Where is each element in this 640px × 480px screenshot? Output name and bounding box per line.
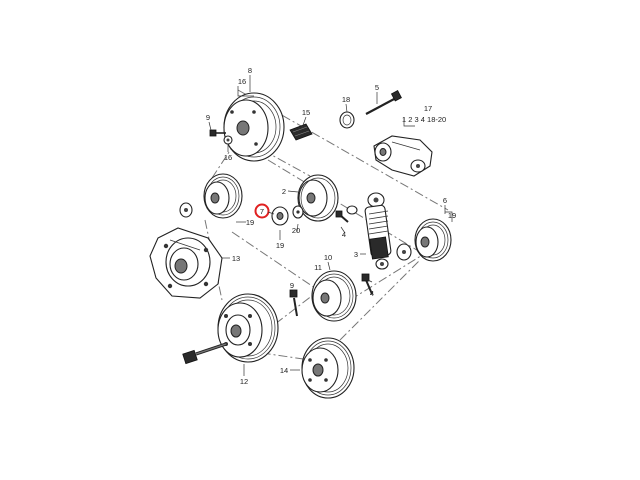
flange-19-right	[396, 243, 412, 261]
callout-9-mid: 9	[290, 281, 294, 290]
cap-18	[339, 111, 355, 129]
washer-set-19-20	[271, 205, 304, 226]
callout-labels: 8 16 9 16 15 18 5 17 1 2 3 4 18-20 2 4 1…	[206, 66, 456, 386]
callout-8: 8	[248, 66, 252, 75]
callout-17-subparts: 1 2 3 4 18-20	[402, 115, 446, 124]
bolt-9-top	[209, 129, 226, 137]
callout-18: 18	[342, 95, 350, 104]
water-pump-flange-13	[149, 227, 223, 299]
bolt-5	[365, 90, 402, 115]
flange-19-left	[179, 202, 193, 218]
highlight-ring	[254, 203, 270, 219]
callout-12: 12	[240, 377, 248, 386]
compressor-pulley-14	[301, 337, 355, 399]
bolt-4-lower	[361, 273, 373, 295]
callout-7: 7	[260, 207, 264, 216]
power-steering-pulley	[223, 92, 285, 162]
belt-tensioner-lever-15	[289, 123, 313, 141]
callout-13: 13	[232, 254, 240, 263]
crankshaft-pulley-12	[217, 293, 279, 363]
callout-4-mid: 4	[342, 230, 346, 239]
highlighted-callout-7[interactable]: 7	[254, 203, 275, 219]
crank-bolt	[182, 342, 227, 365]
bolt-4-mid	[335, 205, 358, 223]
washer-16	[223, 135, 233, 145]
callout-4-lower: 4	[370, 289, 374, 298]
callout-16-top: 16	[238, 77, 246, 86]
callout-14: 14	[280, 366, 288, 375]
callout-17: 17	[424, 104, 432, 113]
bolt-9-mid	[289, 289, 298, 317]
leader-lines	[208, 75, 453, 376]
callout-15: 15	[302, 108, 310, 117]
callout-19-left: 19	[246, 218, 254, 227]
ribbed-pulley-6	[414, 218, 452, 262]
callout-9-top: 9	[206, 113, 210, 122]
callout-3: 3	[354, 250, 358, 259]
callout-11: 11	[314, 263, 322, 272]
tensioner-damper-3	[364, 192, 392, 270]
callout-16: 16	[224, 153, 232, 162]
tensioner-bracket-17	[373, 135, 433, 177]
callout-20: 20	[292, 226, 300, 235]
ribbed-idler-pulley-10	[203, 173, 243, 219]
callout-6: 6	[443, 196, 447, 205]
alternator-pulley-11	[311, 270, 357, 322]
callout-5: 5	[375, 83, 379, 92]
callout-10: 10	[324, 253, 332, 262]
idler-pulley-2	[297, 174, 339, 222]
callout-2: 2	[282, 187, 286, 196]
callout-19-right: 19	[448, 211, 456, 220]
callout-19-mid: 19	[276, 241, 284, 250]
